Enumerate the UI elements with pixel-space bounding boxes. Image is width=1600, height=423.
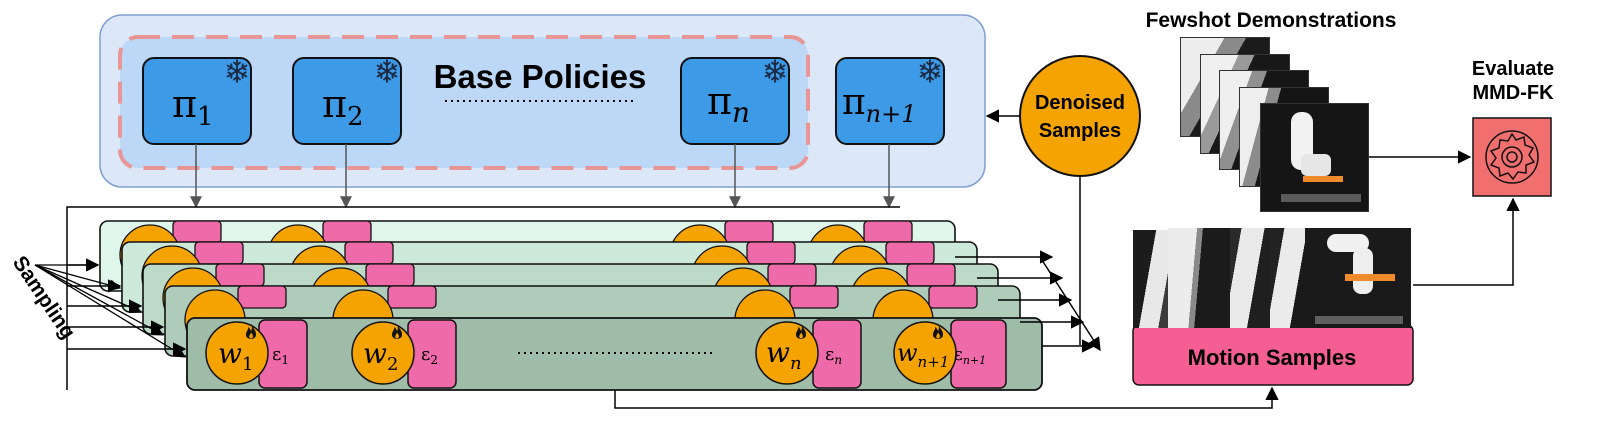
evaluate-box[interactable] [1472,117,1552,197]
policy-connectors [190,144,895,209]
motion-samples-label: Motion Samples [1188,345,1357,370]
weight-label: w2 [363,337,398,375]
weight-label: wn [766,336,802,374]
gear-icon [1485,130,1539,184]
weight-eps-pair-n[interactable]: wn εn [755,319,862,389]
robot-arm-photo [1230,228,1270,328]
eps-label: ε1 [272,344,289,367]
motion-to-evaluate-arrow [1413,197,1520,286]
policy-pi-n-plus-1[interactable]: πn+1 [835,57,945,145]
policy-pi-n-label: πn [707,79,750,129]
policy-pi-n-plus-1-label: πn+1 [842,82,917,128]
fewshot-title: Fewshot Demonstrations [1146,9,1397,32]
policy-pi-1-label: π1 [172,82,214,132]
weight-label: wn+1 [897,339,949,371]
base-policies-title: Base Policies [434,58,647,95]
eps-label: ε2 [421,344,438,367]
evaluate-label-line2: MMD-FK [1472,82,1554,104]
sampling-stack: w1 ε1 w2 ε2 wn εn wn+1 εn+1 [99,220,1043,391]
denoised-label-line1: Denoised [1035,92,1125,114]
robot-arm-photo [1270,228,1310,328]
weight-eps-pair-2[interactable]: w2 ε2 [351,319,457,389]
weight-label: w1 [218,337,253,375]
robot-arm-photo [1260,103,1369,212]
eps-label: εn [825,344,842,367]
sampling-fan [34,259,186,358]
policy-pi-2[interactable]: π2 [292,57,402,145]
weight-eps-pair-n-plus-1[interactable]: wn+1 εn+1 [893,319,1007,389]
stack-output-arrows [955,250,1101,353]
policy-pi-1[interactable]: π1 [142,57,252,145]
stack-to-motion-arrow [614,386,1279,409]
evaluate-label-line1: Evaluate [1472,58,1554,80]
policy-pi-n[interactable]: πn [680,57,790,145]
denoised-samples-node[interactable]: Denoised Samples [1019,55,1141,177]
eps-label: εn+1 [954,345,986,367]
robot-arm-photo [1168,228,1232,328]
denoised-label-line2: Samples [1039,120,1121,142]
policy-pi-2-label: π2 [322,82,364,132]
weight-eps-pair-1[interactable]: w1 ε1 [205,319,308,389]
motion-samples-panel[interactable]: Motion Samples [1132,324,1414,386]
robot-arm-photo [1305,228,1411,328]
